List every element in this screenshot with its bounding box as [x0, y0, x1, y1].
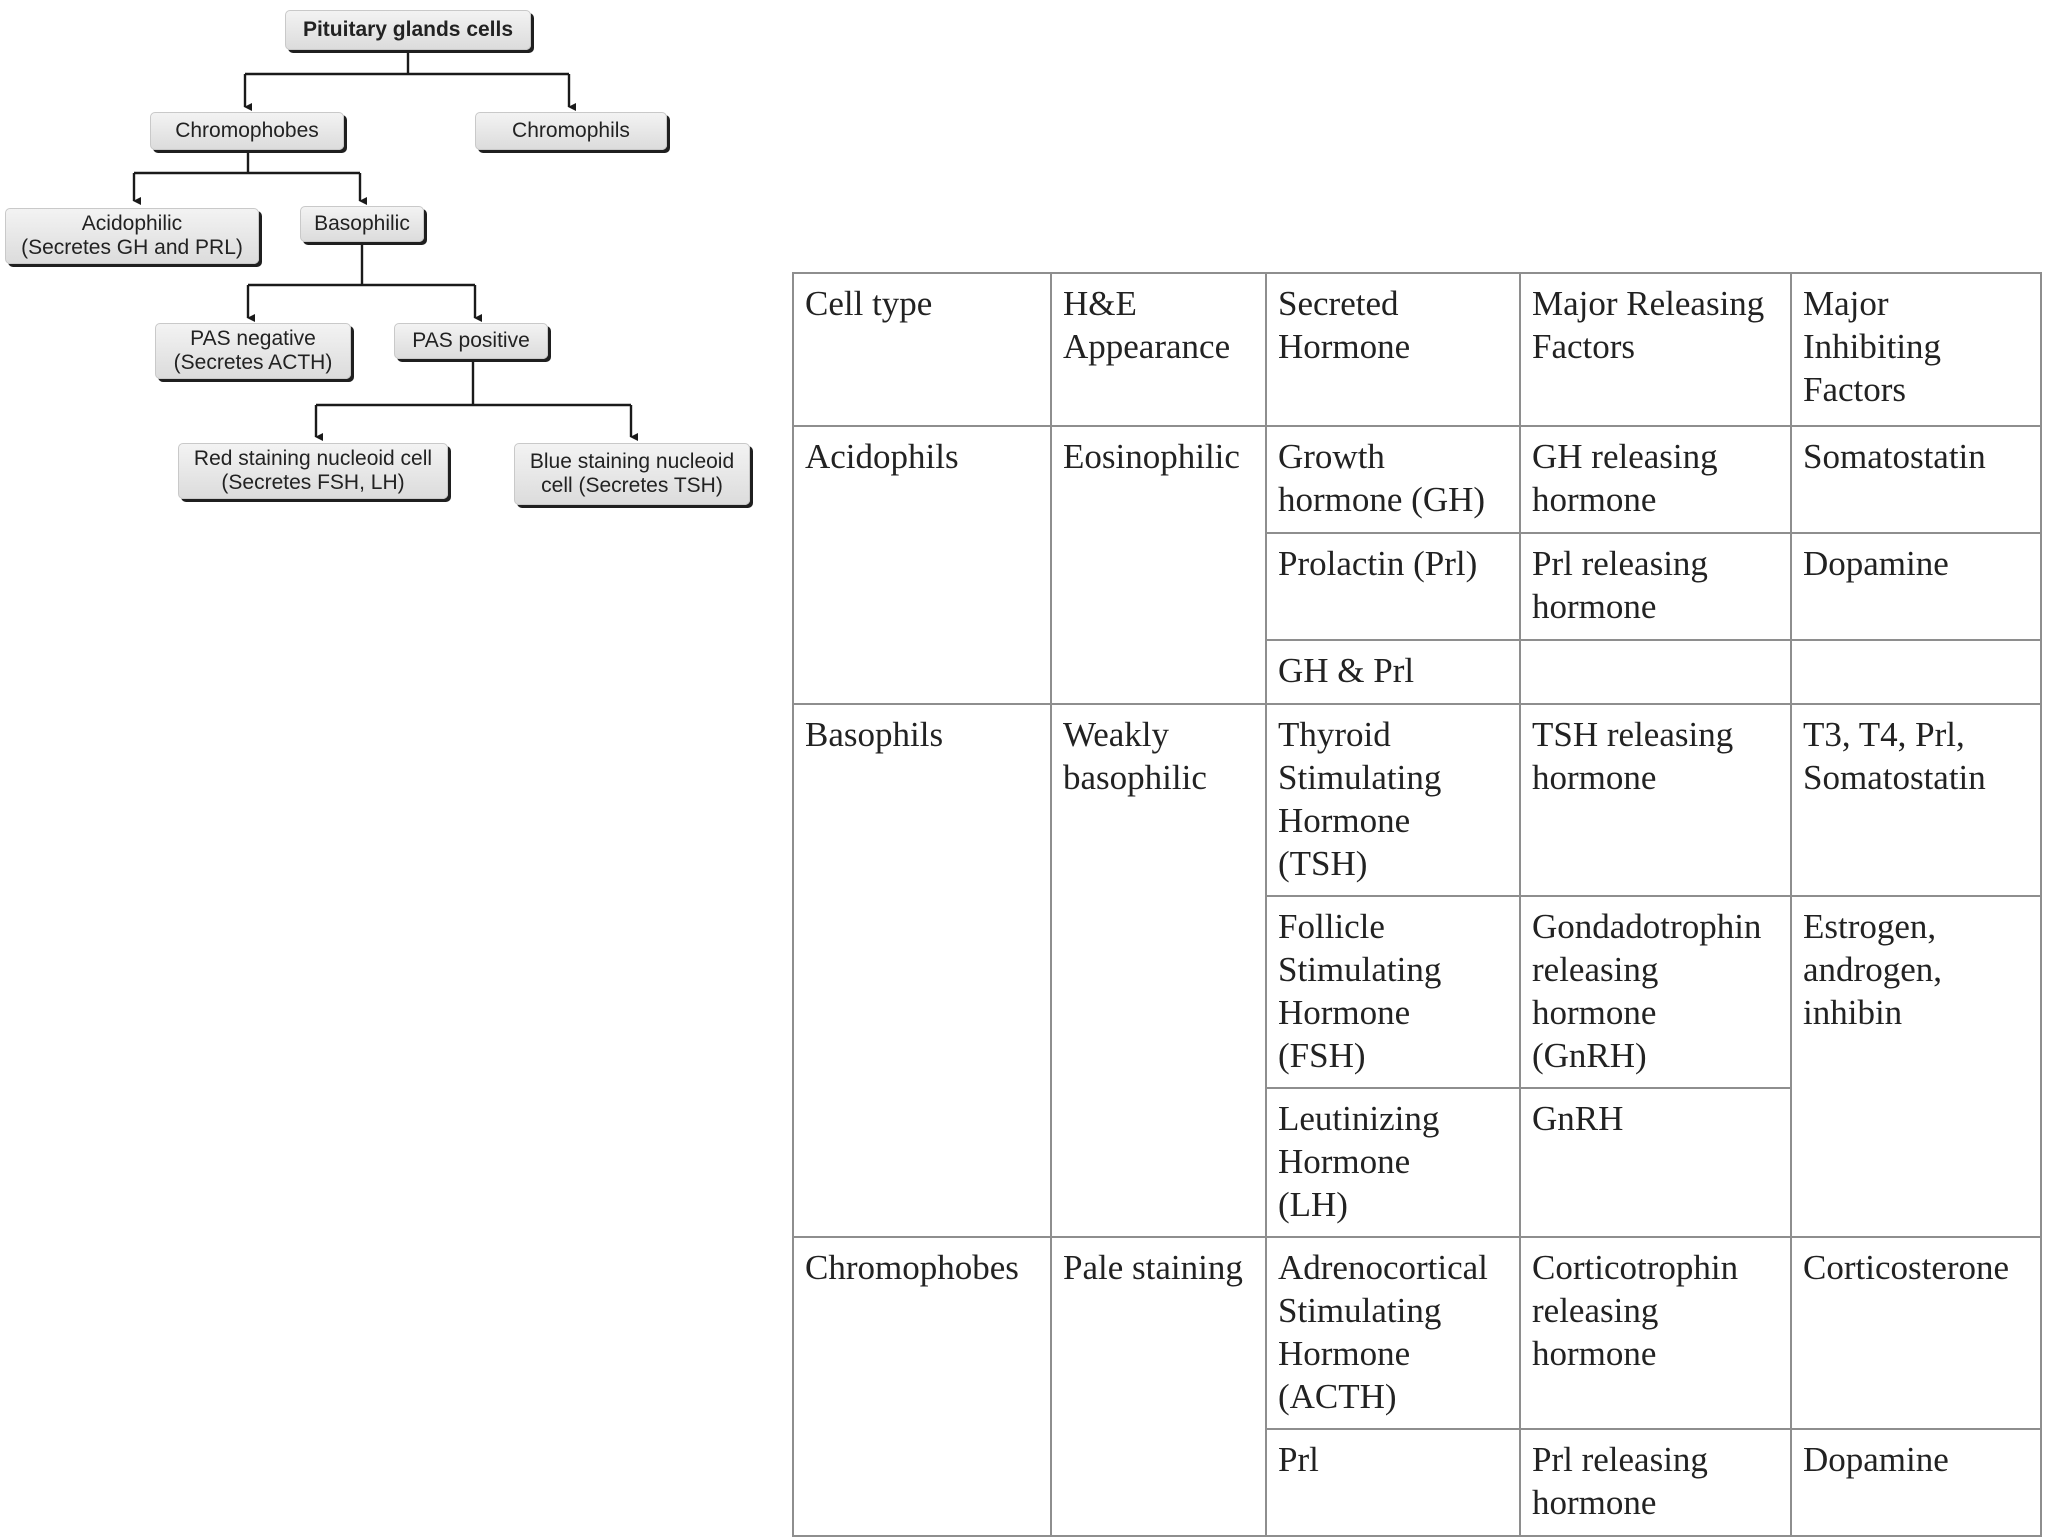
- node-label: Blue staining nucleoid: [529, 450, 735, 473]
- node-label: PAS negative: [190, 327, 316, 350]
- inhibiting-cell: Dopamine: [1790, 532, 2042, 641]
- hormone-cell: Prolactin (Prl): [1265, 532, 1521, 641]
- node-chromophobes: Chromophobes: [150, 112, 344, 150]
- hormone-cell: GH & Prl: [1265, 639, 1521, 705]
- node-label: Basophilic: [314, 212, 410, 235]
- node-red-staining: Red staining nucleoid cell (Secretes FSH…: [178, 443, 448, 499]
- releasing-cell: Prl releasing hormone: [1519, 532, 1792, 641]
- table-row: Leutinizing Hormone (LH) GnRH: [793, 1087, 2041, 1238]
- inhibiting-cell: Dopamine: [1790, 1428, 2042, 1537]
- releasing-cell: [1519, 639, 1792, 705]
- he-appearance-basophils: Weakly basophilic: [1050, 703, 1267, 1238]
- node-label: Pituitary glands cells: [302, 18, 514, 41]
- header-secreted-hormone: Secreted Hormone: [1265, 272, 1521, 427]
- node-pas-positive: PAS positive: [394, 323, 548, 359]
- node-chromophils: Chromophils: [475, 112, 667, 150]
- node-label: Red staining nucleoid cell: [193, 447, 433, 470]
- header-major-releasing-factors: Major Releasing Factors: [1519, 272, 1792, 427]
- hormone-cell: Adrenocortical Stimulating Hormone (ACTH…: [1265, 1236, 1521, 1430]
- node-basophilic: Basophilic: [300, 206, 424, 242]
- table-row: Basophils Weakly basophilic Thyroid Stim…: [792, 703, 2042, 1238]
- header-major-inhibiting-factors: Major Inhibiting Factors: [1790, 272, 2042, 427]
- table-row: Acidophils Eosinophilic Growth hormone (…: [792, 425, 2042, 705]
- node-label: Chromophils: [512, 119, 630, 142]
- node-pas-negative: PAS negative (Secretes ACTH): [155, 323, 351, 379]
- header-he-appearance: H&E Appearance: [1050, 272, 1267, 427]
- hormone-cell: Leutinizing Hormone (LH): [1265, 1087, 1521, 1238]
- he-appearance-chromophobes: Pale staining: [1050, 1236, 1267, 1537]
- table-row: GH & Prl: [793, 639, 2042, 705]
- node-label: Acidophilic: [81, 212, 183, 235]
- node-sublabel: (Secretes FSH, LH): [221, 471, 405, 494]
- table-row: Prolactin (Prl) Prl releasing hormone Do…: [793, 532, 2042, 641]
- cell-type-chromophobes: Chromophobes: [792, 1236, 1052, 1537]
- connector-chromophobes-split: [134, 151, 360, 175]
- header-cell-type: Cell type: [792, 272, 1052, 427]
- releasing-cell: GH releasing hormone: [1519, 425, 1792, 534]
- table-row: Chromophobes Pale staining Adrenocortica…: [792, 1236, 2042, 1537]
- flowchart-connectors: [132, 50, 638, 441]
- inhibiting-cell: Somatostatin: [1790, 425, 2042, 534]
- node-acidophilic: Acidophilic (Secretes GH and PRL): [5, 208, 259, 264]
- cell-type-acidophils: Acidophils: [792, 425, 1052, 705]
- releasing-cell: Prl releasing hormone: [1519, 1428, 1792, 1537]
- cell-type-basophils: Basophils: [792, 703, 1052, 1238]
- node-label: PAS positive: [412, 329, 530, 352]
- connector-basophilic-split: [248, 242, 475, 287]
- pituitary-hormone-table: Cell type H&E Appearance Secreted Hormon…: [792, 272, 2042, 1537]
- releasing-cell: Corticotrophin releasing hormone: [1519, 1236, 1792, 1430]
- releasing-cell: TSH releasing hormone: [1519, 703, 1792, 897]
- connector-root-split: [245, 50, 569, 76]
- node-sublabel: (Secretes ACTH): [173, 351, 333, 374]
- hormone-cell: Thyroid Stimulating Hormone (TSH): [1265, 703, 1521, 897]
- node-label: Chromophobes: [175, 119, 319, 142]
- inhibiting-cell: T3, T4, Prl, Somatostatin: [1790, 703, 2042, 897]
- releasing-cell: Gondadotrophin releasing hormone (GnRH): [1519, 895, 1792, 1089]
- inhibiting-cell: Corticosterone: [1790, 1236, 2042, 1430]
- connector-pas-positive-split: [316, 358, 631, 407]
- table-row: Prl Prl releasing hormone Dopamine: [793, 1428, 2042, 1537]
- hormone-cell: Follicle Stimulating Hormone (FSH): [1265, 895, 1521, 1089]
- node-blue-staining: Blue staining nucleoid cell (Secretes TS…: [514, 443, 750, 505]
- table-header-row: Cell type H&E Appearance Secreted Hormon…: [792, 272, 2042, 427]
- releasing-cell: GnRH: [1519, 1087, 1792, 1238]
- inhibiting-cell: Estrogen, androgen, inhibin: [1790, 895, 2042, 1238]
- inhibiting-cell: [1790, 639, 2042, 705]
- node-pituitary-glands-cells: Pituitary glands cells: [285, 10, 531, 50]
- table-row: Follicle Stimulating Hormone (FSH) Gonda…: [793, 895, 2042, 1238]
- cell-classification-flowchart: Pituitary glands cells Chromophobes Chro…: [0, 0, 780, 540]
- hormone-cell: Prl: [1265, 1428, 1521, 1537]
- node-sublabel: (Secretes GH and PRL): [21, 236, 243, 259]
- node-sublabel: cell (Secretes TSH): [541, 474, 723, 497]
- hormone-cell: Growth hormone (GH): [1265, 425, 1521, 534]
- he-appearance-acidophils: Eosinophilic: [1050, 425, 1267, 705]
